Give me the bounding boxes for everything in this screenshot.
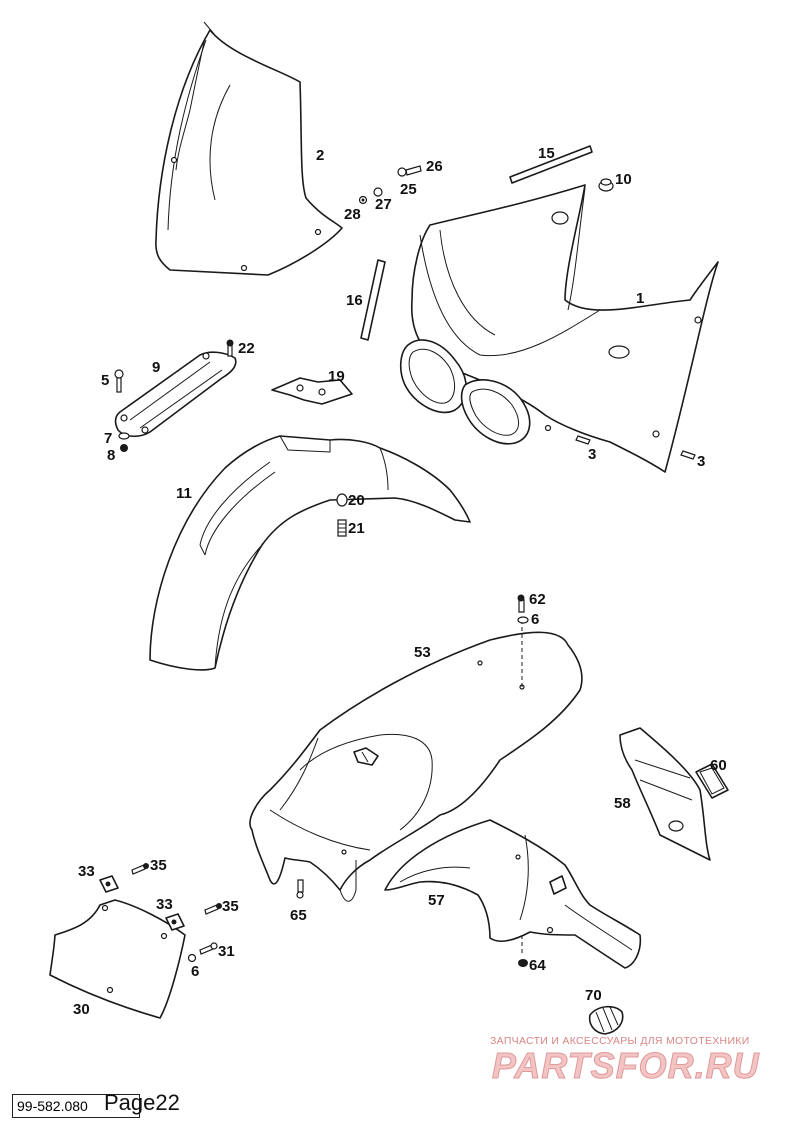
callout-9: 9 [152, 359, 160, 376]
callout-10: 10 [615, 171, 632, 188]
callout-70: 70 [585, 987, 602, 1004]
part-cap-70 [588, 1005, 624, 1035]
callout-26: 26 [426, 158, 443, 175]
callout-21: 21 [348, 520, 365, 537]
part-rear-fender [249, 594, 583, 902]
callout-2: 2 [316, 147, 324, 164]
callout-64: 64 [529, 957, 546, 974]
callout-31: 31 [218, 943, 235, 960]
callout-3b: 3 [697, 453, 705, 470]
callout-65: 65 [290, 907, 307, 924]
callout-35b: 35 [222, 898, 239, 915]
part-grommet-10 [598, 178, 614, 192]
watermark: ЗАПЧАСТИ И АКСЕССУАРЫ ДЛЯ МОТОТЕХНИКИ PA… [490, 1035, 760, 1087]
callout-5: 5 [101, 372, 109, 389]
part-front-fender [149, 435, 471, 671]
part-plate-19 [271, 377, 353, 405]
callout-62: 62 [529, 591, 546, 608]
callout-33a: 33 [78, 863, 95, 880]
page-number: Page22 [104, 1090, 180, 1115]
part-lower-fender [384, 819, 642, 969]
callout-1: 1 [636, 290, 644, 307]
callout-6b: 6 [191, 963, 199, 980]
callout-16: 16 [346, 292, 363, 309]
part-screws-25-28 [358, 165, 422, 205]
callout-28: 28 [344, 206, 361, 223]
callout-8: 8 [107, 447, 115, 464]
part-windshield [155, 21, 343, 276]
callout-labels: 1 2 3 3 5 6 6 7 8 9 10 11 15 16 19 20 21… [73, 145, 727, 1018]
callout-35a: 35 [150, 857, 167, 874]
callout-19: 19 [328, 368, 345, 385]
callout-33b: 33 [156, 896, 173, 913]
callout-22: 22 [238, 340, 255, 357]
callout-6a: 6 [531, 611, 539, 628]
callout-3a: 3 [588, 446, 596, 463]
part-bracket-9 [114, 339, 237, 452]
callout-11: 11 [176, 485, 192, 502]
callout-58: 58 [614, 795, 631, 812]
part-rear-plate [49, 863, 222, 1019]
part-strip-15 [509, 145, 593, 184]
callout-25: 25 [400, 181, 417, 198]
callout-27: 27 [375, 196, 392, 213]
part-plate-holder [619, 727, 729, 861]
part-headlight-mask [399, 184, 719, 473]
callout-7: 7 [104, 430, 112, 447]
callout-57: 57 [428, 892, 445, 909]
watermark-logo: PARTSFOR.RU [492, 1045, 760, 1086]
catalog-code: 99-582.080 [12, 1094, 140, 1118]
watermark-tagline: ЗАПЧАСТИ И АКСЕССУАРЫ ДЛЯ МОТОТЕХНИКИ [490, 1035, 750, 1047]
callout-30: 30 [73, 1001, 90, 1018]
callout-15: 15 [538, 145, 555, 162]
callout-53: 53 [414, 644, 431, 661]
callout-60: 60 [710, 757, 727, 774]
callout-20: 20 [348, 492, 365, 509]
part-strip-16 [360, 259, 386, 341]
